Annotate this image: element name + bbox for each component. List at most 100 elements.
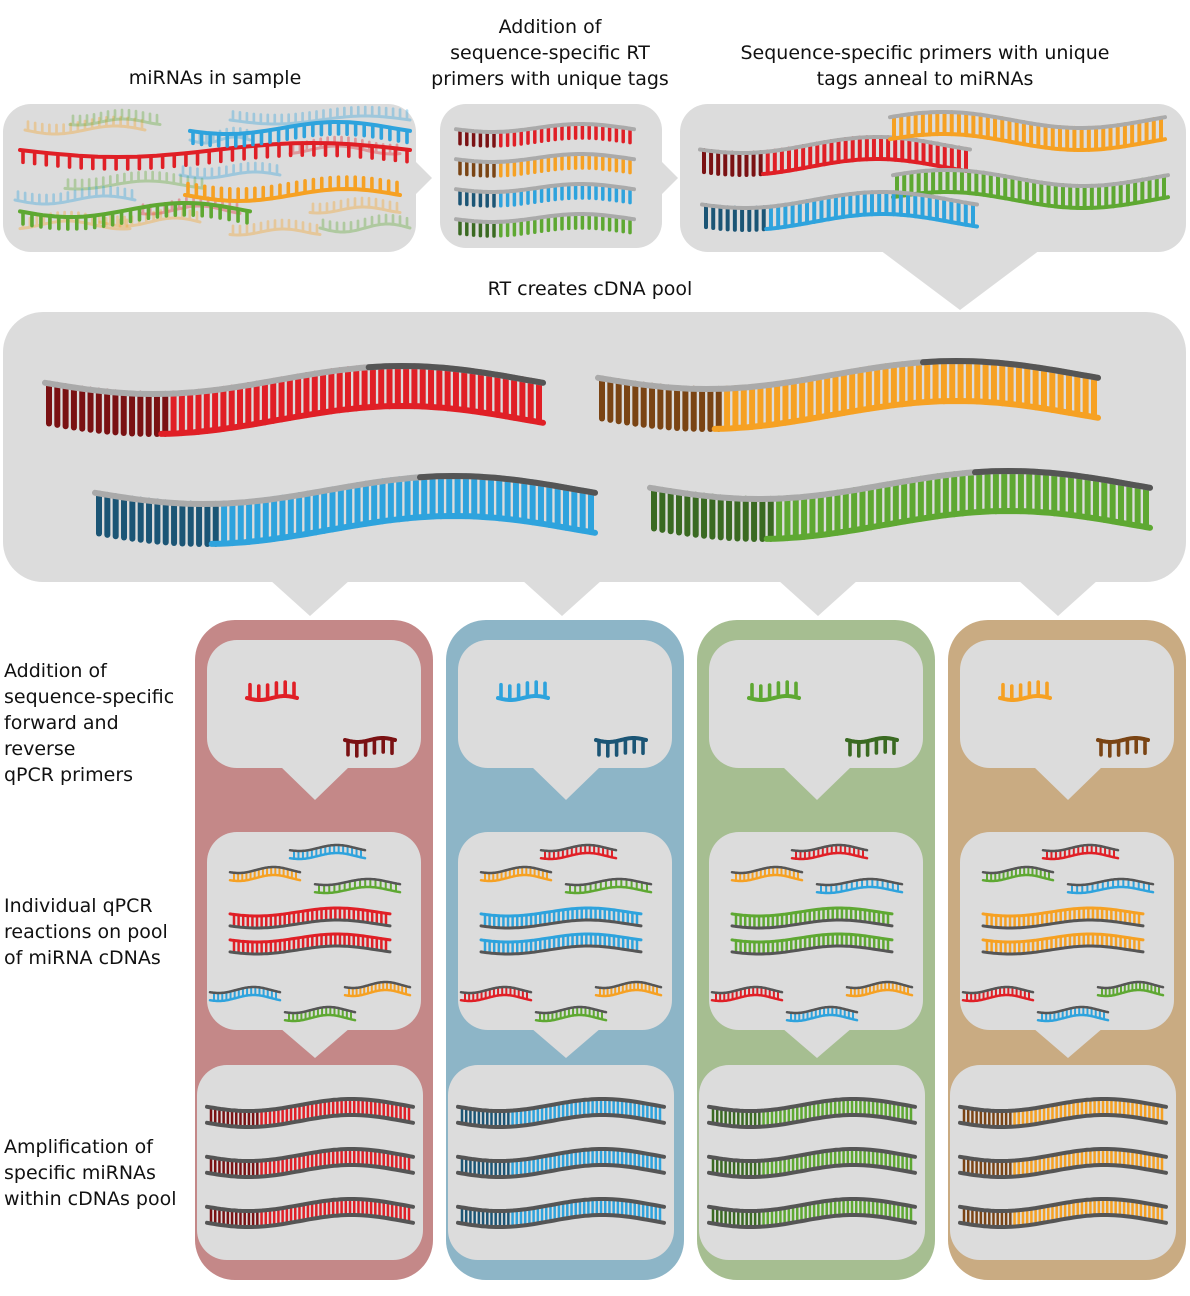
amplified-duplex-red [205, 1197, 415, 1229]
duplex-bottom-backbone [158, 402, 546, 437]
duplex-top-backbone [539, 843, 618, 853]
duplex-bottom-backbone [763, 507, 1153, 542]
strand-backbone [98, 216, 202, 228]
label-primers-anneal-line-1: Sequence-specific primers with unique [740, 42, 1110, 64]
forward-primer-red [245, 680, 299, 702]
duplex-tag-backbone [972, 467, 1153, 491]
reverse-primer-green [845, 736, 899, 758]
forward-primer-orange [998, 680, 1052, 702]
reverse-primer-blue [594, 736, 648, 758]
primer-panel-green [709, 640, 923, 768]
duplex-top-backbone [228, 906, 392, 918]
duplex-bottom-backbone [228, 944, 392, 956]
duplex-top-backbone [981, 932, 1145, 944]
faint-mirna-strand [318, 213, 412, 234]
duplex-top-backbone [205, 1197, 415, 1213]
label-rt-primers-line-1: Addition of [498, 16, 602, 38]
duplex-bottom-backbone [313, 885, 402, 895]
amplified-duplex-orange [958, 1097, 1168, 1129]
qpcr-pool-strand-blue [1036, 1005, 1110, 1023]
qpcr-pool-strand-orange [730, 865, 804, 883]
duplex-top-backbone [785, 1005, 859, 1015]
amplified-duplex-green [707, 1197, 917, 1229]
duplex-top-backbone [707, 1147, 917, 1163]
duplex-tag-backbone [365, 362, 546, 386]
duplex-top-backbone [228, 932, 392, 944]
amplified-duplex-green [707, 1097, 917, 1129]
qpcr-panel-red [207, 832, 421, 1030]
duplex-bottom-backbone [479, 944, 643, 956]
label-amplification-line-3: within cDNAs pool [4, 1188, 177, 1210]
amplified-duplex-blue [456, 1147, 666, 1179]
duplex-bottom-backbone [456, 1163, 666, 1179]
duplex-bottom-backbone [564, 885, 653, 895]
strand-backbone [845, 736, 899, 744]
mirna-strand-red [18, 140, 412, 171]
qpcr-duplex-green [730, 906, 894, 930]
reverse-primer-red [343, 736, 397, 758]
label-rt-primers: Addition of sequence-specific RT primers… [410, 14, 690, 92]
duplex-bottom-backbone [815, 885, 904, 895]
duplex-top-backbone [888, 110, 1167, 130]
duplex-top-backbone [456, 1197, 666, 1213]
faint-mirna-strand [13, 185, 137, 206]
duplex-top-backbone [454, 182, 636, 194]
strand-backbone [63, 179, 207, 191]
primer-panel-red [207, 640, 421, 768]
primer-panel-arrow-green [782, 766, 852, 800]
duplex-bottom-backbone [205, 1213, 415, 1229]
duplex-bottom-backbone [958, 1113, 1168, 1129]
strand-backbone [998, 694, 1052, 702]
annealed-orange [888, 110, 1167, 152]
qpcr-pool-strand-green [564, 877, 653, 895]
mirna-strand-orange [183, 175, 402, 204]
strand-backbone [318, 222, 412, 234]
faint-mirna-strand [23, 115, 147, 136]
qpcr-panel-arrow-blue [531, 1028, 601, 1058]
duplex-bottom-backbone [228, 873, 302, 883]
duplex-bottom-backbone [888, 132, 1167, 152]
label-amplification-line-2: specific miRNAs [4, 1162, 156, 1184]
duplex-bottom-backbone [981, 873, 1055, 883]
qpcr-panel-arrow-orange [1033, 1028, 1103, 1058]
primer-panel-orange [960, 640, 1174, 768]
qpcr-duplex-red [228, 906, 392, 930]
label-individual-qpcr-line-1: Individual qPCR [4, 895, 153, 917]
amplified-duplex-red [205, 1147, 415, 1179]
label-mirnas-in-sample: miRNAs in sample [128, 67, 302, 89]
duplex-top-backbone [730, 906, 894, 918]
duplex-bottom-backbone [479, 918, 643, 930]
qpcr-pool-strand-blue [1066, 877, 1155, 895]
qpcr-pool-strand-red [790, 843, 869, 861]
qpcr-duplex-red [228, 932, 392, 956]
cdna-green [647, 467, 1153, 542]
duplex-bottom-backbone [208, 993, 282, 1003]
rt-primer-green [454, 212, 636, 238]
duplex-bottom-backbone [711, 397, 1101, 432]
strand-backbone [13, 194, 137, 206]
qpcr-pool-strand-orange [228, 865, 302, 883]
duplex-bottom-backbone [205, 1163, 415, 1179]
duplex-top-backbone [479, 932, 643, 944]
qpcr-pool-strand-green [283, 1005, 357, 1023]
duplex-tag-backbone [417, 472, 598, 496]
duplex-bottom-backbone [730, 918, 894, 930]
duplex-bottom-backbone [1041, 851, 1120, 861]
faint-mirna-strand [68, 108, 162, 127]
duplex-bottom-backbone [710, 993, 784, 1003]
duplex-top-backbone [208, 985, 282, 995]
duplex-bottom-backbone [343, 988, 412, 998]
duplex-top-backbone [564, 877, 653, 887]
duplex-bottom-backbone [539, 851, 618, 861]
label-add-qpcr-primers-line-1: Addition of [4, 660, 107, 682]
duplex-top-backbone [730, 865, 804, 875]
duplex-bottom-backbone [958, 1163, 1168, 1179]
duplex-top-backbone [958, 1147, 1168, 1163]
strand-backbone [178, 170, 282, 180]
qpcr-pool-strand-blue [208, 985, 282, 1003]
duplex-tag-backbone [920, 357, 1101, 381]
amplified-duplex-green [707, 1147, 917, 1179]
qpcr-pool-strand-orange [479, 865, 553, 883]
qpcr-panel-arrow-red [280, 1028, 350, 1058]
